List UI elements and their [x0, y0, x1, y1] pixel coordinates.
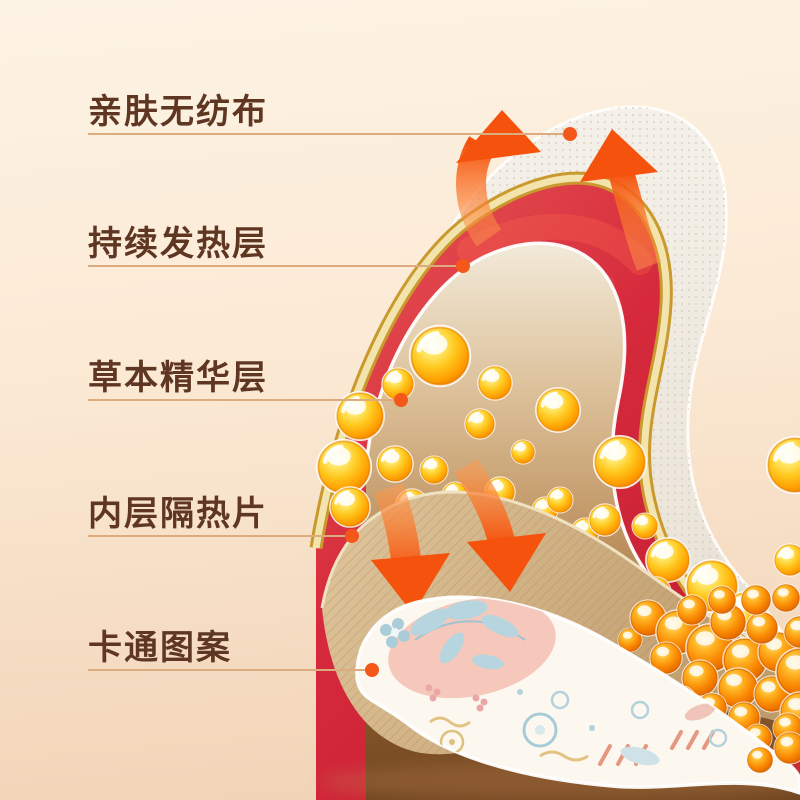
- leader-insulation: [88, 529, 359, 543]
- label-herbal-essence: 草本精华层: [88, 359, 268, 397]
- leader-dot: [563, 127, 577, 141]
- leader-dot: [394, 393, 408, 407]
- leader-nonwoven: [88, 127, 577, 141]
- leader-dot: [456, 259, 470, 273]
- label-nonwoven-fabric: 亲肤无纺布: [88, 93, 268, 131]
- leader-cartoon: [88, 663, 379, 677]
- leader-dot: [365, 663, 379, 677]
- heat-up-arrows: [456, 110, 662, 271]
- heat-up-arrowhead: [580, 129, 658, 182]
- label-cartoon-pattern: 卡通图案: [88, 629, 232, 667]
- heat-down-arrow: [454, 458, 516, 548]
- cartoon-pattern-art: [380, 597, 728, 766]
- cartoon-pattern-layer: [355, 595, 800, 795]
- leader-essence: [88, 393, 408, 407]
- leader-dot: [345, 529, 359, 543]
- label-insulation-sheet: 内层隔热片: [88, 495, 268, 533]
- heat-up-arrow: [608, 168, 662, 271]
- heat-down-arrowhead: [467, 533, 546, 592]
- heat-down-arrowhead: [371, 553, 450, 614]
- heat-down-arrows: [371, 458, 546, 614]
- heat-up-arrowhead: [456, 110, 541, 163]
- leader-heating: [88, 259, 470, 273]
- label-heating-layer: 持续发热层: [88, 225, 268, 263]
